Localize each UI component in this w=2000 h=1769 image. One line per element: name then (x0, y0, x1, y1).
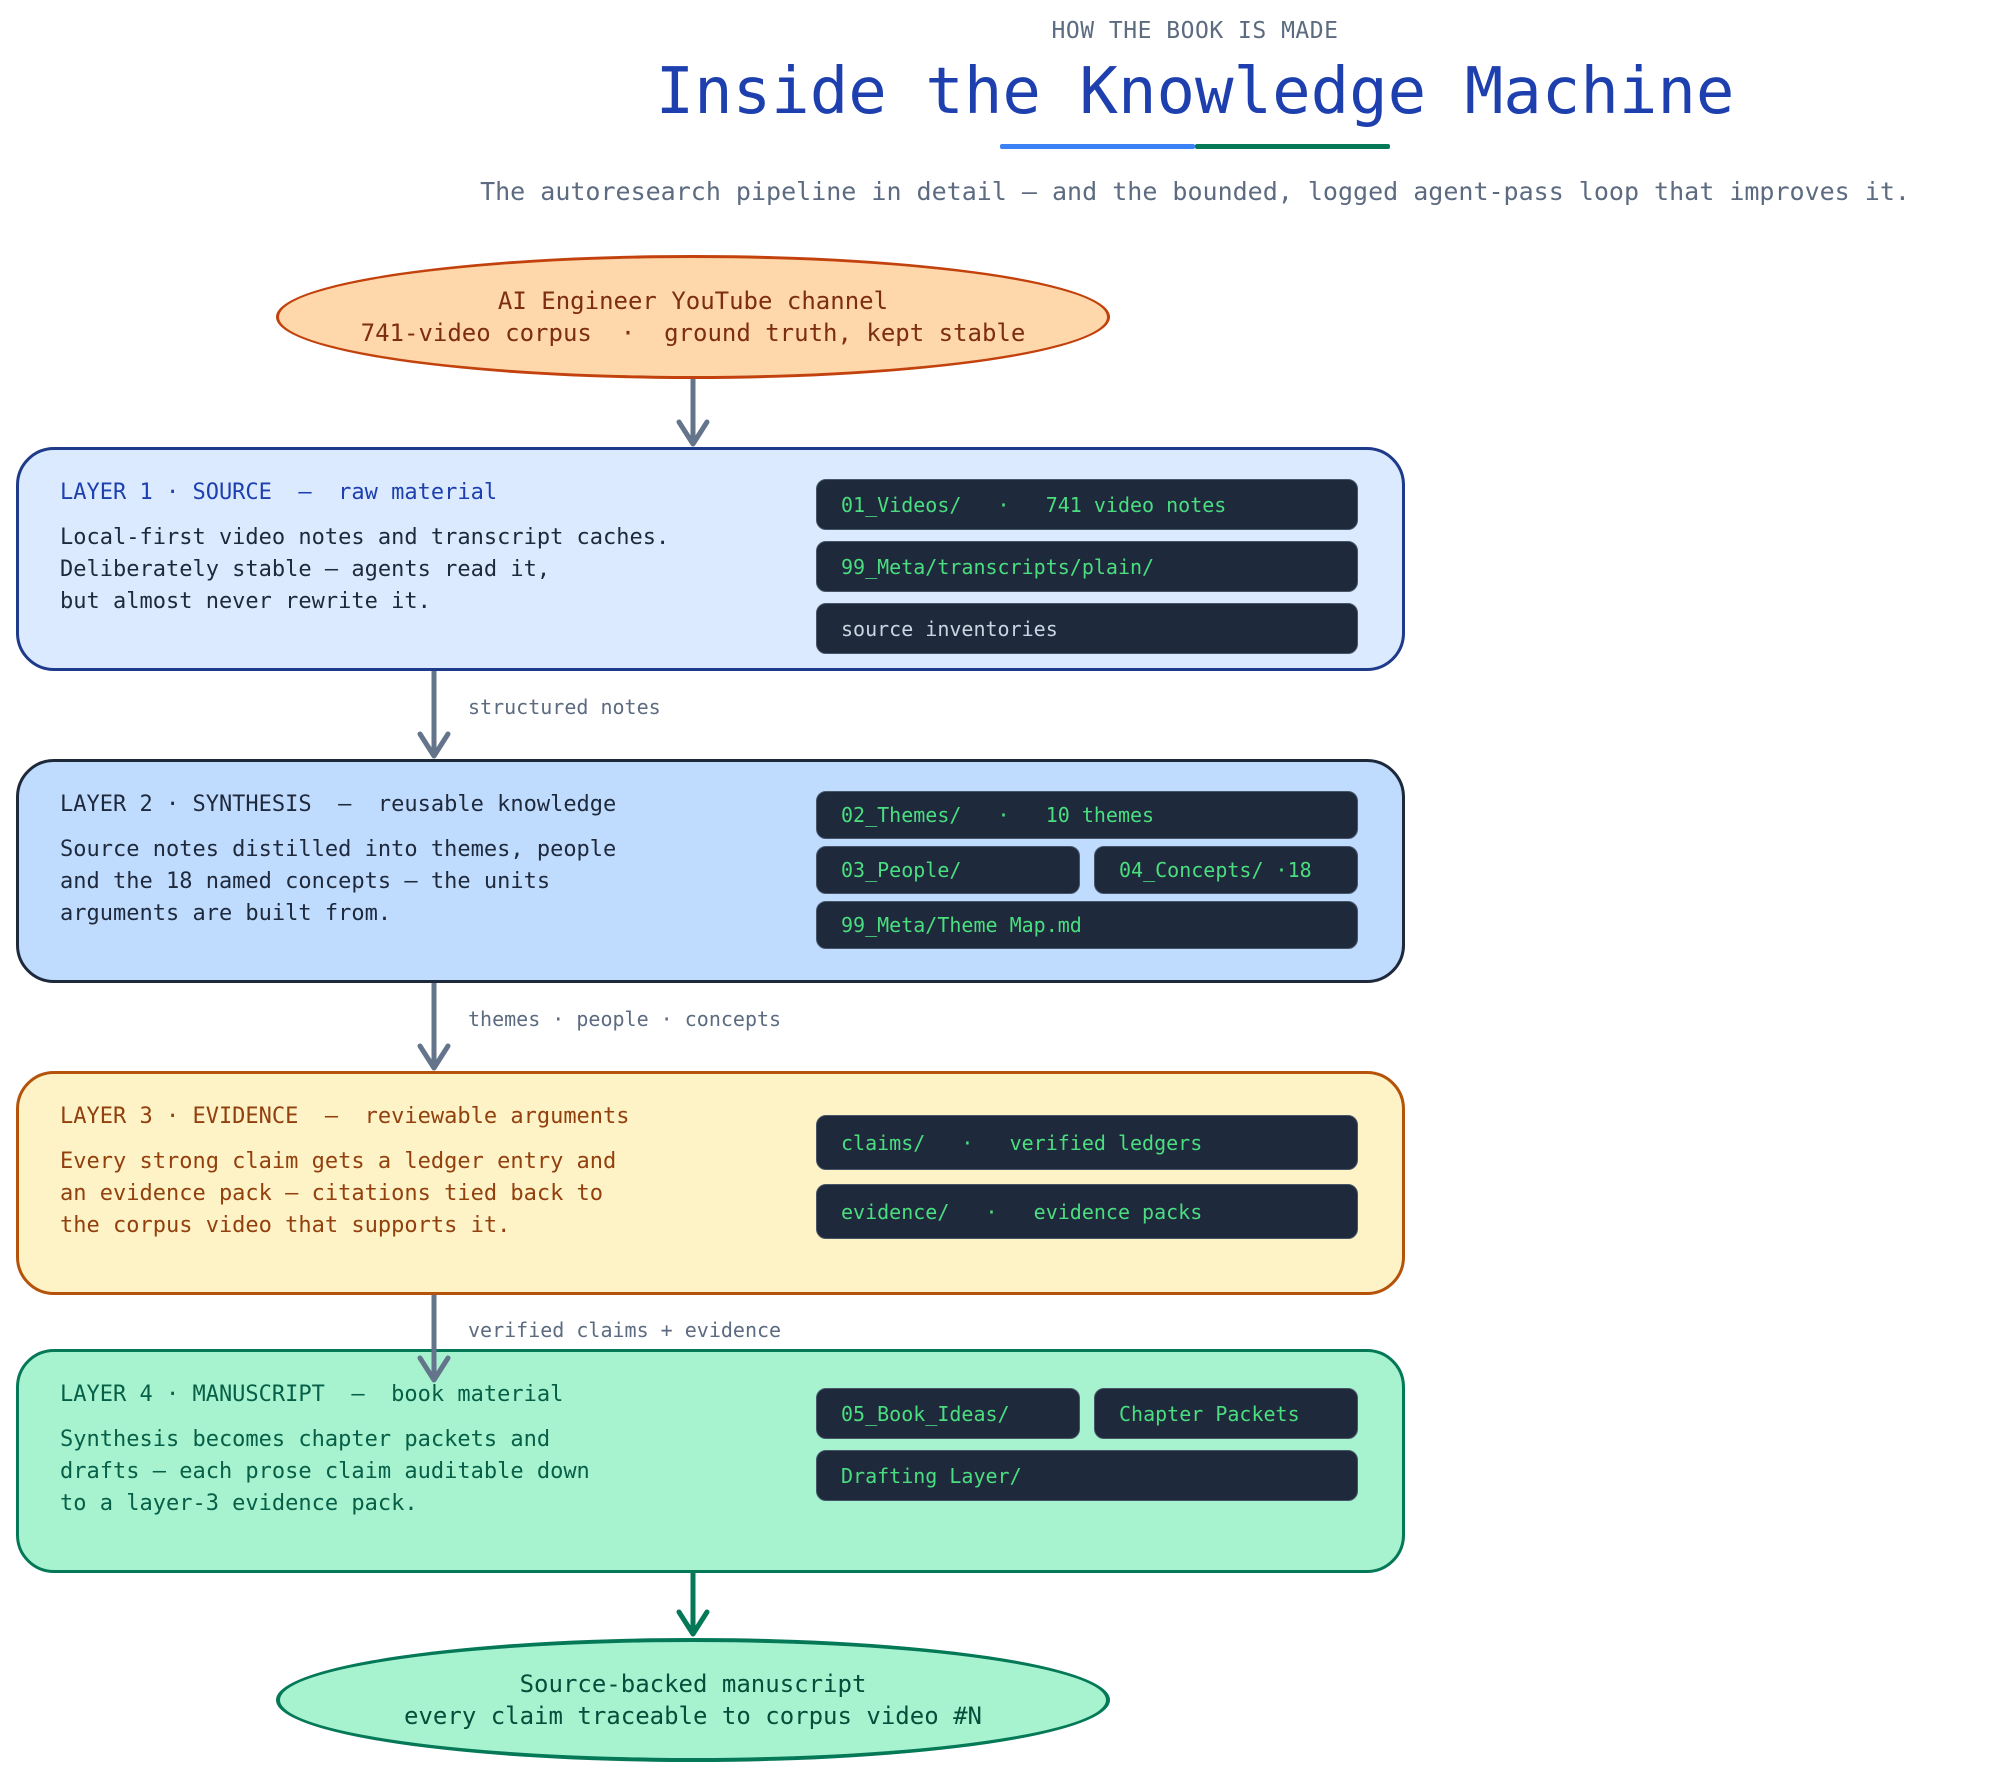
chip-concepts: 04_Concepts/ ·18 (1094, 846, 1358, 894)
arrow-layer4-to-output (676, 1573, 710, 1637)
chip-drafting-layer: Drafting Layer/ (816, 1450, 1358, 1501)
edge-label-verified-claims: verified claims + evidence (468, 1318, 782, 1342)
output-line2: every claim traceable to corpus video #N (404, 1702, 982, 1730)
chip-videos: 01_Videos/ · 741 video notes (816, 479, 1358, 530)
source-line1: AI Engineer YouTube channel (497, 287, 889, 315)
layer-2-description: Source notes distilled into themes, peop… (60, 837, 617, 926)
output-line1: Source-backed manuscript (519, 1670, 867, 1698)
chip-book-ideas: 05_Book_Ideas/ (816, 1388, 1080, 1439)
chip-source-inventories: source inventories (816, 603, 1358, 654)
layer-2-synthesis: LAYER 2 · SYNTHESIS — reusable knowledge… (16, 759, 1405, 983)
layer-1-description: Local-first video notes and transcript c… (60, 525, 670, 614)
page-subtitle: The autoresearch pipeline in detail — an… (480, 177, 1910, 206)
layer-3-heading: LAYER 3 · EVIDENCE — reviewable argument… (60, 1104, 630, 1129)
arrow-layer2-to-layer3 (417, 983, 451, 1071)
layer-1-heading: LAYER 1 · SOURCE — raw material (60, 480, 498, 505)
edge-label-structured-notes: structured notes (468, 695, 661, 719)
arrow-source-to-layer1 (676, 379, 710, 447)
chip-transcripts: 99_Meta/transcripts/plain/ (816, 541, 1358, 592)
chip-themes: 02_Themes/ · 10 themes (816, 791, 1358, 839)
chip-people: 03_People/ (816, 846, 1080, 894)
page-title: Inside the Knowledge Machine (655, 55, 1735, 129)
edge-label-themes-people-concepts: themes · people · concepts (468, 1007, 782, 1031)
arrow-layer1-to-layer2 (417, 671, 451, 759)
layer-2-heading: LAYER 2 · SYNTHESIS — reusable knowledge (60, 792, 617, 817)
chip-evidence: evidence/ · evidence packs (816, 1184, 1358, 1239)
layer-1-source: LAYER 1 · SOURCE — raw material Local-fi… (16, 447, 1405, 671)
title-underline-green (1195, 144, 1390, 149)
chip-theme-map: 99_Meta/Theme Map.md (816, 901, 1358, 949)
output-node: Source-backed manuscript every claim tra… (276, 1638, 1110, 1762)
title-underline-blue (1000, 144, 1195, 149)
layer-3-description: Every strong claim gets a ledger entry a… (60, 1149, 617, 1238)
layer-4-heading: LAYER 4 · MANUSCRIPT — book material (60, 1382, 564, 1407)
layer-4-manuscript: LAYER 4 · MANUSCRIPT — book material Syn… (16, 1349, 1405, 1573)
kicker: HOW THE BOOK IS MADE (1051, 18, 1339, 44)
layer-3-evidence: LAYER 3 · EVIDENCE — reviewable argument… (16, 1071, 1405, 1295)
layer-4-description: Synthesis becomes chapter packets and dr… (60, 1427, 590, 1516)
source-line2: 741-video corpus · ground truth, kept st… (360, 319, 1026, 347)
source-node: AI Engineer YouTube channel 741-video co… (276, 255, 1110, 379)
chip-chapter-packets: Chapter Packets (1094, 1388, 1358, 1439)
chip-claims: claims/ · verified ledgers (816, 1115, 1358, 1170)
